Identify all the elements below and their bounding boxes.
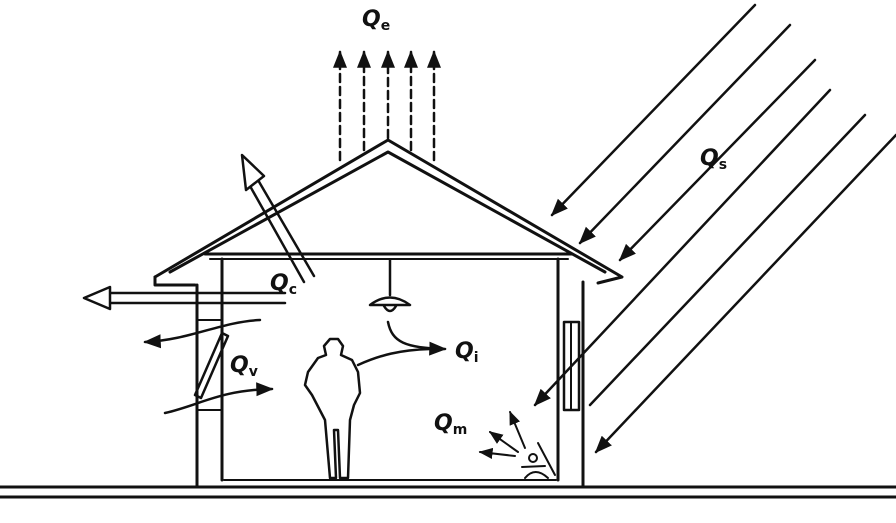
person-silhouette <box>303 337 362 480</box>
label-internal: Qi <box>455 339 479 366</box>
label-emitted: Qe <box>362 7 390 34</box>
lamp <box>368 258 412 313</box>
machine <box>521 442 556 479</box>
conduction-wall-arrow <box>82 285 287 311</box>
ground-lines <box>0 479 896 499</box>
conduction-arrow <box>240 153 316 284</box>
label-conduction: Qc <box>270 271 297 298</box>
label-mechanical: Qm <box>434 411 467 438</box>
solar-radiation-arrows <box>533 3 896 454</box>
label-ventilation: Qv <box>230 353 258 380</box>
mechanical-heat-arrows <box>478 410 526 459</box>
window-left-open <box>193 331 230 400</box>
emitted-radiation-arrows <box>333 50 441 162</box>
label-solar: Qs <box>700 146 727 173</box>
ventilation-arrows <box>143 318 274 415</box>
roof <box>153 138 624 287</box>
internal-heat-arrows <box>356 320 447 367</box>
walls <box>195 257 585 489</box>
